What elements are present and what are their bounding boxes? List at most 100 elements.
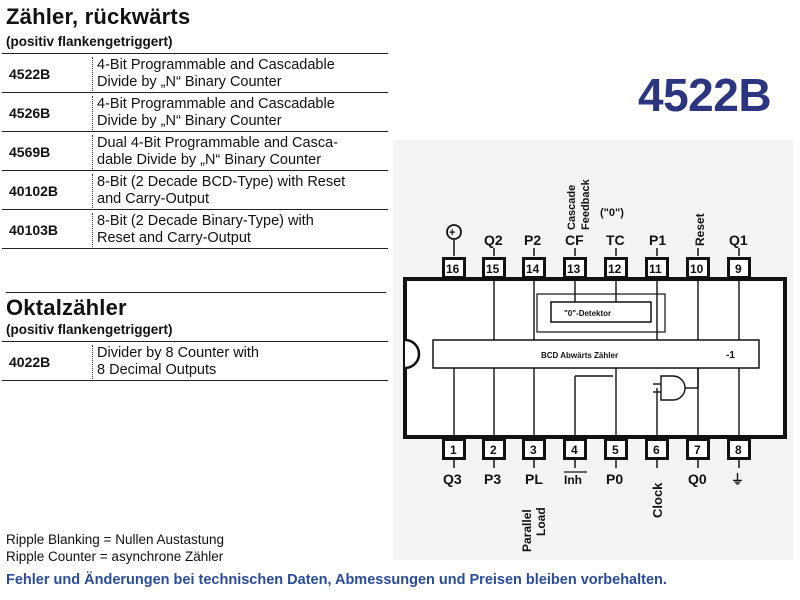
- pin-15-face: [485, 260, 503, 276]
- section-subtitle-counters: (positiv flankengetriggert): [6, 34, 173, 49]
- pin-7-face: [689, 441, 707, 457]
- pin-num-14: 14: [526, 262, 540, 276]
- part-description: 4-Bit Programmable and Cascadable Divide…: [92, 57, 397, 91]
- pin-num-11: 11: [649, 262, 662, 276]
- bottom-label-leads: [453, 460, 740, 468]
- pin-2-face: [485, 441, 503, 457]
- table-row: 4569B Dual 4-Bit Programmable and Casca-…: [2, 132, 388, 171]
- pin-num-6: 6: [653, 443, 660, 457]
- top-pins: 16 15 14 13 12 11 10 9: [442, 257, 751, 279]
- pin-num-4: 4: [571, 443, 578, 457]
- pin-label-cf: CF: [565, 232, 584, 248]
- desc-line: 8-Bit (2 Decade BCD-Type) with Reset: [97, 174, 346, 190]
- pin-14-face: [525, 260, 543, 276]
- section-title-octal: Oktalzähler: [6, 292, 386, 321]
- part-description: 8-Bit (2 Decade Binary-Type) with Reset …: [92, 213, 397, 247]
- zero-label: ("0"): [600, 207, 624, 219]
- part-description: Divider by 8 Counter with 8 Decimal Outp…: [92, 345, 397, 379]
- note-ripple-blanking: Ripple Blanking = Nullen Austastung: [6, 532, 225, 547]
- part-code: 4569B: [9, 144, 51, 160]
- pin-num-1: 1: [450, 443, 457, 457]
- pin-label-p3: P3: [484, 471, 501, 487]
- part-code: 4526B: [9, 105, 51, 121]
- chip-title: 4522B: [638, 69, 772, 121]
- note-ripple-counter: Ripple Counter = asynchrone Zähler: [6, 549, 224, 564]
- desc-line: Divider by 8 Counter with: [97, 345, 259, 361]
- bcd-counter-label: BCD Abwärts Zähler: [541, 351, 618, 360]
- chip-pinout-diagram: Cascade Feedback ("0") Reset + Q2 P2 CF …: [393, 140, 793, 560]
- part-description: 4-Bit Programmable and Cascadable Divide…: [92, 96, 397, 130]
- desc-line: and Carry-Output: [97, 191, 210, 207]
- top-pin-labels: + Q2 P2 CF TC P1 Q1: [446, 224, 748, 248]
- pin-num-12: 12: [608, 262, 622, 276]
- pin-num-3: 3: [530, 443, 537, 457]
- pin-10-face: [689, 260, 707, 276]
- reset-top-label: Reset: [693, 213, 707, 246]
- pin-label-p0: P0: [606, 471, 623, 487]
- feedback-label: Feedback: [580, 178, 592, 230]
- desc-line: 8 Decimal Outputs: [97, 362, 217, 378]
- load-label: Load: [534, 507, 548, 536]
- table-row: 40103B 8-Bit (2 Decade Binary-Type) with…: [2, 210, 388, 249]
- part-code: 4522B: [9, 66, 51, 82]
- pin-16-face: [445, 260, 463, 276]
- pin-1-face: [445, 441, 463, 457]
- pin-label-q3: Q3: [443, 471, 462, 487]
- desc-line: 4-Bit Programmable and Cascadable: [97, 96, 335, 112]
- pin-num-7: 7: [694, 443, 701, 457]
- table-row: 4522B 4-Bit Programmable and Cascadable …: [2, 53, 388, 93]
- pin-9-face: [730, 260, 748, 276]
- counter-table: 4522B 4-Bit Programmable and Cascadable …: [2, 53, 388, 249]
- desc-line: 8-Bit (2 Decade Binary-Type) with: [97, 213, 314, 229]
- pin-label-p2: P2: [524, 232, 541, 248]
- pin-label-q2: Q2: [484, 232, 503, 248]
- table-row: 4022B Divider by 8 Counter with 8 Decima…: [2, 341, 388, 381]
- bottom-pins: 1 2 3 4 5 6 7 8: [442, 438, 751, 460]
- pin-label-clock: Clock: [650, 482, 665, 518]
- table-row: 40102B 8-Bit (2 Decade BCD-Type) with Re…: [2, 171, 388, 210]
- pin-num-9: 9: [735, 262, 742, 276]
- pin-13-face: [566, 260, 584, 276]
- pin-11-face: [648, 260, 666, 276]
- pin-num-2: 2: [490, 443, 497, 457]
- parallel-label: Parallel: [520, 509, 534, 552]
- section-subtitle-octal: (positiv flankengetriggert): [6, 322, 173, 337]
- bcd-counter-block: [432, 339, 760, 369]
- bottom-pin-labels: Q3 P3 PL Inh P0 Clock Q0 ⏚ Parallel Load: [443, 471, 744, 552]
- pin-3-face: [525, 441, 543, 457]
- detector-frame: [536, 293, 666, 333]
- chip-notch: [404, 338, 421, 370]
- part-code: 40103B: [9, 222, 59, 238]
- pin-num-5: 5: [612, 443, 619, 457]
- pin-num-13: 13: [567, 262, 581, 276]
- top-label-leads: [453, 240, 740, 256]
- desc-line: Divide by „N“ Binary Counter: [97, 113, 282, 129]
- internal-wiring: [453, 279, 740, 440]
- pin-label-q1: Q1: [729, 232, 748, 248]
- pin-4-face: [566, 441, 584, 457]
- desc-line: 4-Bit Programmable and Cascadable: [97, 57, 335, 73]
- pin-6-face: [648, 441, 666, 457]
- vdd-plus: +: [449, 227, 455, 239]
- pin-num-8: 8: [735, 443, 742, 457]
- part-code: 40102B: [9, 183, 59, 199]
- pin-num-10: 10: [690, 262, 704, 276]
- pin-label-tc: TC: [606, 232, 625, 248]
- octal-table: 4022B Divider by 8 Counter with 8 Decima…: [2, 341, 388, 381]
- zero-detector-label: "0"-Detektor: [564, 309, 611, 318]
- pin-label-p1: P1: [649, 232, 666, 248]
- desc-line: Dual 4-Bit Programmable and Casca-: [97, 135, 338, 151]
- pin-12-face: [607, 260, 625, 276]
- cascade-label: Cascade: [566, 185, 578, 230]
- part-description: Dual 4-Bit Programmable and Casca- dable…: [92, 135, 397, 169]
- part-code: 4022B: [9, 354, 51, 370]
- pin-label-inh: Inh: [564, 473, 582, 487]
- pin-num-16: 16: [446, 262, 460, 276]
- vdd-icon: [446, 224, 462, 240]
- pin-8-face: [730, 441, 748, 457]
- desc-line: dable Divide by „N“ Binary Counter: [97, 152, 322, 168]
- pin-label-pl: PL: [525, 471, 543, 487]
- desc-line: Reset and Carry-Output: [97, 230, 251, 246]
- counter-side-label: -1: [726, 350, 735, 361]
- pin-5-face: [607, 441, 625, 457]
